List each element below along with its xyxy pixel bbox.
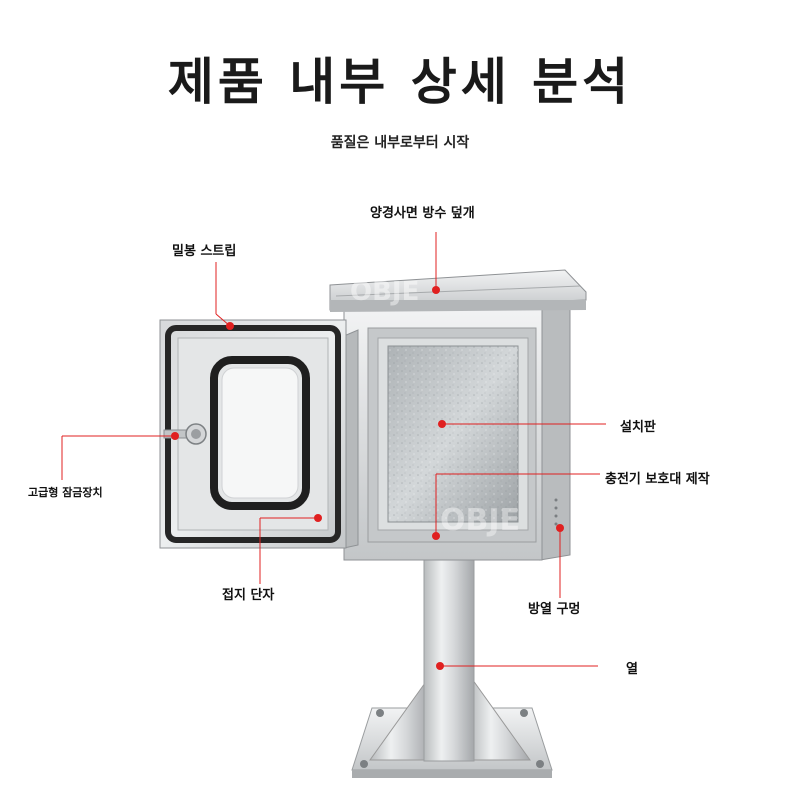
lock-icon: [163, 423, 207, 445]
label-vent-hole: 방열 구멍: [528, 602, 581, 617]
label-seal-strip: 밀봉 스트립: [172, 244, 237, 259]
page-subtitle: 품질은 내부로부터 시작: [330, 135, 470, 151]
label-charger-body: 충전기 보호대 제작: [605, 472, 710, 487]
watermark-top: OBJE: [350, 277, 419, 307]
page-title: 제품 내부 상세 분석: [167, 53, 633, 111]
label-rain-cover: 양경사면 방수 덮개: [370, 206, 475, 221]
label-mount-plate: 설치판: [620, 420, 656, 435]
watermark-bottom: OBJE: [440, 503, 520, 538]
mounting-plate: [387, 345, 519, 523]
label-lock: 고급형 잠금장치: [28, 486, 103, 499]
callout-dots: [171, 286, 564, 670]
label-ground-terminal: 접지 단자: [222, 588, 275, 603]
rain-cover: [329, 269, 587, 312]
callout-markers: [61, 232, 606, 667]
vent-holes: [554, 498, 558, 526]
label-column: 열: [626, 662, 638, 677]
